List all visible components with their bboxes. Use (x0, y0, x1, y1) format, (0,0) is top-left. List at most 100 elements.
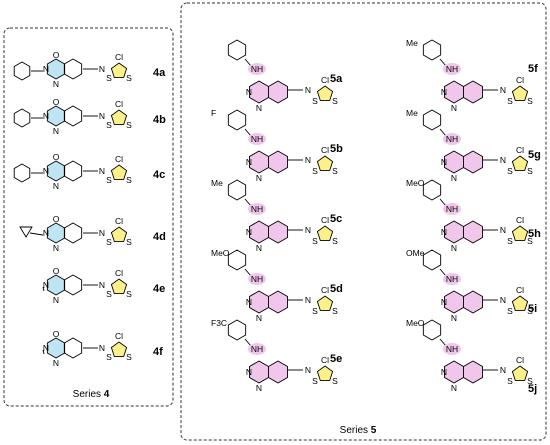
chlorine-atom: Cl (321, 75, 329, 85)
imine-nitrogen: N (305, 225, 311, 235)
benzene-ring (422, 179, 442, 201)
substituent-5b: F (211, 108, 216, 118)
quinazoline-benzo (463, 290, 483, 314)
carbonyl-oxygen: O (53, 329, 60, 339)
benzene-ring (422, 109, 442, 131)
ring-nitrogen: N (43, 228, 49, 238)
imine-nitrogen: N (500, 85, 506, 95)
sulfur-atom: S (332, 236, 338, 246)
quinazoline-benzo (268, 220, 288, 244)
quinazoline-pyrimidine (444, 290, 464, 314)
chlorine-atom: Cl (516, 75, 524, 85)
sulfur-atom: S (527, 96, 533, 106)
amine-nh: NH (446, 134, 458, 144)
compound-label-5d: 5d (330, 283, 343, 295)
sulfur-atom: S (312, 236, 318, 246)
sulfur-atom: S (312, 376, 318, 386)
ring-nitrogen: N (451, 243, 457, 253)
sulfur-atom: S (312, 166, 318, 176)
anilino-bond (439, 268, 447, 277)
chlorine-atom: Cl (516, 145, 524, 155)
nh-highlight (248, 343, 266, 355)
sulfur-atom: S (106, 237, 112, 247)
ring-nitrogen: N (256, 243, 262, 253)
cyclopropyl-ring (19, 226, 33, 238)
amine-nh: NH (251, 64, 263, 74)
ring-nitrogen: N (256, 313, 262, 323)
series-4-caption: Series 4 (73, 389, 110, 400)
ring-nitrogen: N (256, 383, 262, 393)
chlorine-atom: Cl (115, 268, 123, 278)
dithiazole-ring (511, 225, 529, 241)
ring-nitrogen: N (451, 103, 457, 113)
benzene-ring (422, 39, 442, 61)
sulfur-atom: S (332, 166, 338, 176)
sulfur-atom: S (507, 306, 513, 316)
imine-nitrogen: N (500, 155, 506, 165)
substituent-5j: MeO (406, 318, 425, 328)
dithiazole-ring (110, 62, 128, 78)
ring-nitrogen: N (53, 358, 59, 368)
sulfur-atom: S (507, 96, 513, 106)
substituent-5g: Me (406, 108, 418, 118)
series-5-caption: Series 5 (340, 425, 377, 436)
dithiazole-ring (316, 295, 334, 311)
benzo-ring (63, 58, 83, 80)
sulfur-atom: S (527, 376, 533, 386)
dithiazole-ring (316, 365, 334, 381)
carbonyl-oxygen: O (53, 266, 60, 276)
benzo-ring (63, 337, 83, 359)
imine-nitrogen: N (305, 365, 311, 375)
ring-nitrogen: N (43, 166, 49, 176)
dithiazole-ring (316, 155, 334, 171)
anilino-bond (439, 198, 447, 207)
imine-nitrogen: N (99, 228, 105, 238)
sulfur-atom: S (332, 96, 338, 106)
substituent-5e: F3C (211, 318, 227, 328)
ring-nitrogen: N (246, 367, 252, 377)
benzo-ring (63, 160, 83, 182)
quinazoline-pyrimidine (444, 80, 464, 104)
quinazoline-benzo (463, 150, 483, 174)
benzene-ring (13, 108, 31, 128)
ring-nitrogen: N (441, 367, 447, 377)
imine-nitrogen: N (305, 295, 311, 305)
methyl-bond (42, 286, 45, 292)
amine-nh: NH (446, 64, 458, 74)
imine-nitrogen: N (500, 225, 506, 235)
substituent-5c: Me (211, 178, 223, 188)
anilino-bond (244, 128, 252, 137)
sulfur-atom: S (106, 175, 112, 185)
amine-nh: NH (251, 134, 263, 144)
chlorine-atom: Cl (115, 99, 123, 109)
chlorine-atom: Cl (321, 285, 329, 295)
quinazoline-benzo (268, 150, 288, 174)
sulfur-atom: S (527, 306, 533, 316)
sulfur-atom: S (312, 96, 318, 106)
quinazoline-pyrimidine (249, 220, 269, 244)
carbonyl-oxygen: O (53, 152, 60, 162)
nh-highlight (443, 133, 461, 145)
chlorine-atom: Cl (516, 355, 524, 365)
compound-label-5b: 5b (330, 143, 343, 155)
dithiazole-ring (511, 365, 529, 381)
compound-label-5i: 5i (528, 303, 537, 315)
amine-nh: NH (446, 344, 458, 354)
compound-label-4c: 4c (153, 169, 165, 181)
quinazoline-benzo (268, 290, 288, 314)
substituent-5i: OMe (406, 248, 425, 258)
benzo-ring (63, 105, 83, 127)
benzo-ring (63, 274, 83, 296)
dithiazole-ring (511, 85, 529, 101)
amine-nh: NH (251, 344, 263, 354)
anilino-bond (244, 58, 252, 67)
carbonyl-oxygen: O (53, 214, 60, 224)
